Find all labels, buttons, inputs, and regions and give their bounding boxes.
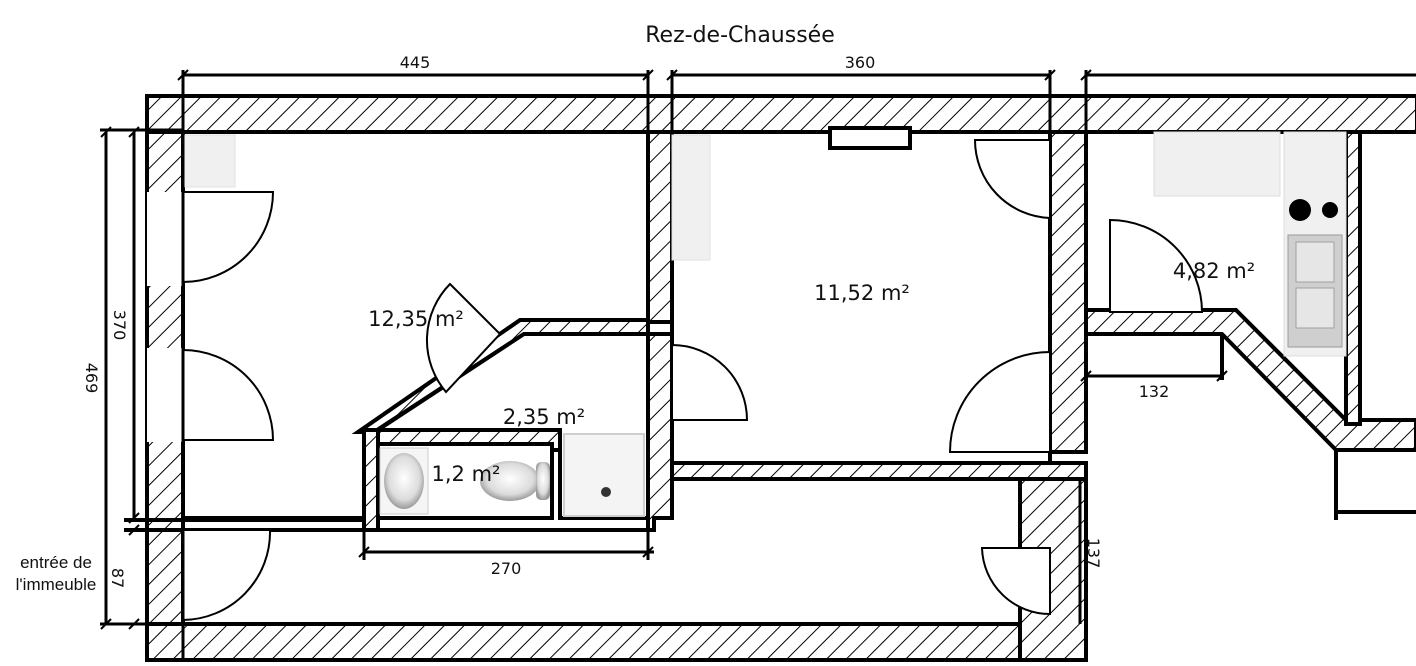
room-2-niche bbox=[828, 126, 912, 150]
fixtures bbox=[182, 131, 1347, 520]
wall-shower-right bbox=[646, 332, 674, 532]
door-opening-left-1 bbox=[147, 192, 183, 286]
room-area-label: 4,82 m² bbox=[1173, 259, 1255, 283]
plan-title: Rez-de-Chaussée bbox=[645, 23, 834, 48]
dimension-ticks bbox=[100, 69, 1228, 630]
wall-bottom bbox=[145, 622, 1087, 662]
burner-icon bbox=[1289, 199, 1311, 221]
wardrobe-icon bbox=[671, 134, 711, 261]
dimension-left-inner: 370 bbox=[110, 310, 129, 341]
toilet-tank-icon bbox=[536, 462, 550, 500]
shower-tray-icon bbox=[563, 433, 645, 517]
wall-room2-bottom bbox=[670, 461, 1088, 481]
door-diagonal-icon bbox=[426, 282, 502, 394]
wall-partition-2 bbox=[1048, 130, 1088, 454]
wall-wc-left bbox=[362, 428, 380, 532]
room-area-label: 11,52 m² bbox=[814, 281, 910, 305]
doors bbox=[147, 139, 1204, 622]
cabinet-icon bbox=[182, 134, 236, 188]
sink-basin-icon bbox=[1295, 241, 1335, 283]
door-opening-left-2 bbox=[147, 348, 183, 442]
washbasin-bowl-icon bbox=[384, 453, 424, 509]
door-corridor-right-icon bbox=[980, 547, 1051, 616]
door-left-2-icon bbox=[182, 348, 275, 441]
door-left-1-icon bbox=[182, 191, 275, 284]
dimension-top-left: 445 bbox=[400, 53, 431, 72]
dimension-left-bottom: 87 bbox=[108, 568, 127, 588]
wall-partition-1 bbox=[646, 130, 674, 324]
labels: Rez-de-Chaussée 445 360 370 469 87 270 1… bbox=[82, 23, 1255, 588]
entrance-label: entrée de l'immeuble bbox=[0, 552, 112, 596]
wall-kitchen-right bbox=[1344, 130, 1362, 426]
dimension-top-right: 360 bbox=[845, 53, 876, 72]
room-area-label: 1,2 m² bbox=[432, 462, 501, 486]
shower-drain-icon bbox=[601, 487, 611, 497]
door-bathroom-icon bbox=[671, 343, 749, 421]
burner-icon bbox=[1322, 202, 1338, 218]
door-room2-bottom-icon bbox=[948, 350, 1051, 453]
door-room2-top-icon bbox=[973, 139, 1051, 220]
wall-top bbox=[145, 94, 1416, 134]
entrance-label-line: l'immeuble bbox=[15, 575, 97, 594]
dimension-right-small: 132 bbox=[1139, 382, 1170, 401]
counter-icon bbox=[1153, 131, 1281, 197]
room-area-label: 2,35 m² bbox=[503, 405, 585, 429]
wall-kitchen-diagonal bbox=[1084, 308, 1416, 452]
dimension-left-outer: 469 bbox=[82, 363, 101, 394]
dimension-lines bbox=[100, 70, 1416, 662]
toilet-icon bbox=[480, 461, 540, 501]
floor-areas bbox=[181, 130, 1348, 626]
door-entrance-icon bbox=[182, 529, 272, 622]
room-area-label: 12,35 m² bbox=[368, 307, 464, 331]
dimension-right-vertical: 137 bbox=[1084, 538, 1103, 569]
sink-basin-icon bbox=[1295, 287, 1335, 329]
entrance-label-line: entrée de bbox=[20, 553, 92, 572]
dimension-bottom: 270 bbox=[491, 559, 522, 578]
door-kitchen-icon bbox=[1109, 218, 1204, 313]
